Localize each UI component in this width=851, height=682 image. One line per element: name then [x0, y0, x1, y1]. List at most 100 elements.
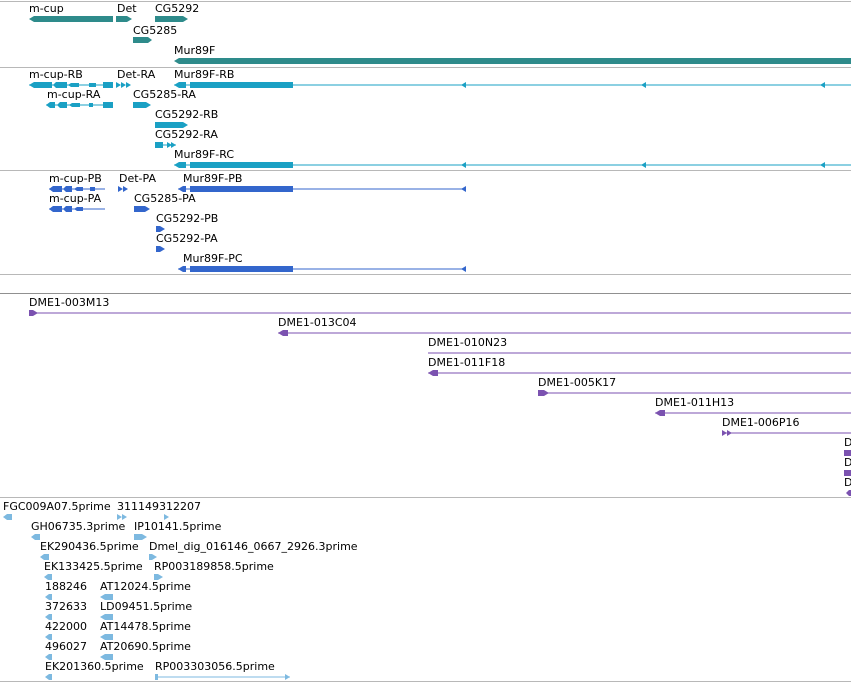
est-feature[interactable]: AT12024.5prime [100, 580, 191, 600]
protein-label: m-cup-PB [49, 172, 102, 185]
gene-glyph[interactable] [133, 37, 152, 43]
clone-feature[interactable]: DME1-010N23 [428, 336, 851, 354]
est-label: 311149312207 [117, 500, 201, 513]
transcript-feature[interactable]: Mur89F-RB [174, 68, 851, 88]
clone-label: D [844, 436, 851, 449]
gene-feature[interactable]: Det [116, 2, 137, 22]
est-label: IP10141.5prime [134, 520, 222, 533]
est-label: AT14478.5prime [100, 620, 191, 633]
gene-glyph[interactable] [116, 16, 132, 22]
est-feature[interactable]: 311149312207 [117, 500, 201, 520]
protein-feature[interactable]: CG5292-PB [156, 212, 218, 232]
clone-label: DME1-011F18 [428, 356, 505, 369]
gene-feature[interactable]: CG5285 [133, 24, 177, 43]
protein-label: CG5292-PA [156, 232, 218, 245]
protein-feature[interactable]: Mur89F-PC [178, 252, 466, 272]
est-label: 422000 [45, 620, 87, 633]
gene-glyph[interactable] [29, 16, 113, 22]
est-label: EK133425.5prime [44, 560, 143, 573]
est-feature[interactable]: RP003189858.5prime [154, 560, 274, 580]
transcript-feature[interactable]: Mur89F-RC [174, 148, 851, 168]
clone-feature[interactable]: DME1-011F18 [428, 356, 851, 376]
gene-label: CG5285 [133, 24, 177, 37]
est-feature[interactable]: Dmel_dig_016146_0667_2926.3prime [149, 540, 358, 560]
est-feature[interactable]: EK133425.5prime [44, 560, 143, 580]
clone-label: DME1-005K17 [538, 376, 616, 389]
protein-label: CG5292-PB [156, 212, 218, 225]
transcript-label: Mur89F-RB [174, 68, 234, 81]
est-feature[interactable]: EK290436.5prime [40, 540, 139, 560]
est-track: FGC009A07.5prime 311149312207 GH06735.3p… [3, 500, 358, 680]
protein-feature[interactable]: CG5285-PA [134, 192, 196, 212]
est-feature[interactable]: LD09451.5prime [100, 600, 192, 620]
gene-feature[interactable]: CG5292 [155, 2, 199, 22]
gene-label: m-cup [29, 2, 64, 15]
clone-feature[interactable]: D [844, 476, 851, 496]
est-feature[interactable]: IP10141.5prime [134, 520, 222, 540]
est-label: AT12024.5prime [100, 580, 191, 593]
clone-label: DME1-013C04 [278, 316, 357, 329]
clone-label: D [844, 476, 851, 489]
protein-label: CG5285-PA [134, 192, 196, 205]
transcript-feature[interactable]: m-cup-RA [46, 88, 113, 108]
clone-feature[interactable]: DME1-005K17 [538, 376, 851, 396]
est-feature[interactable]: EK201360.5prime [45, 660, 144, 680]
est-feature[interactable]: FGC009A07.5prime [3, 500, 111, 520]
protein-feature[interactable]: m-cup-PA [49, 192, 105, 212]
protein-label: Det-PA [119, 172, 156, 185]
est-feature[interactable]: RP003303056.5prime [155, 660, 290, 680]
transcript-label: m-cup-RB [29, 68, 83, 81]
transcript-feature[interactable]: Det-RA [116, 68, 156, 88]
clone-label: DME1-010N23 [428, 336, 507, 349]
transcript-label: CG5292-RA [155, 128, 218, 141]
est-feature[interactable]: 188246 [45, 580, 87, 600]
est-label: 496027 [45, 640, 87, 653]
transcript-track: m-cup-RB Det-RA Mur89F-RB m-cup- [29, 68, 851, 168]
est-label: LD09451.5prime [100, 600, 192, 613]
clone-feature[interactable]: DME1-011H13 [655, 396, 851, 416]
protein-feature[interactable]: Mur89F-PB [178, 172, 466, 192]
transcript-feature[interactable]: CG5292-RA [155, 128, 218, 148]
clone-feature[interactable]: DME1-003M13 [29, 296, 851, 316]
protein-label: Mur89F-PB [183, 172, 242, 185]
gene-glyph[interactable] [155, 16, 188, 22]
clone-feature[interactable]: DME1-006P16 [722, 416, 851, 436]
gene-label: Mur89F [174, 44, 215, 57]
gene-feature[interactable]: Mur89F [174, 44, 851, 64]
est-feature[interactable]: 422000 [45, 620, 87, 640]
protein-label: Mur89F-PC [183, 252, 243, 265]
clone-label: DME1-006P16 [722, 416, 800, 429]
est-feature[interactable]: GH06735.3prime [31, 520, 126, 540]
est-label: 188246 [45, 580, 87, 593]
est-label: 372633 [45, 600, 87, 613]
protein-label: m-cup-PA [49, 192, 102, 205]
transcript-feature[interactable]: CG5285-RA [133, 88, 196, 108]
transcript-feature[interactable]: m-cup-RB [29, 68, 113, 88]
est-label: Dmel_dig_016146_0667_2926.3prime [149, 540, 358, 553]
est-feature[interactable]: 372633 [45, 600, 87, 620]
protein-feature[interactable]: Det-PA [118, 172, 156, 192]
clone-label: DME1-011H13 [655, 396, 734, 409]
transcript-label: Det-RA [117, 68, 156, 81]
gene-label: CG5292 [155, 2, 199, 15]
est-label: RP003303056.5prime [155, 660, 275, 673]
est-label: GH06735.3prime [31, 520, 126, 533]
clone-feature[interactable]: D [844, 436, 851, 456]
est-feature[interactable]: AT20690.5prime [100, 640, 191, 660]
est-feature[interactable]: 496027 [45, 640, 87, 660]
est-label: AT20690.5prime [100, 640, 191, 653]
transcript-label: m-cup-RA [47, 88, 101, 101]
transcript-label: CG5292-RB [155, 108, 218, 121]
est-feature[interactable]: AT14478.5prime [100, 620, 191, 640]
transcript-feature[interactable]: CG5292-RB [155, 108, 218, 128]
clone-feature[interactable]: D [844, 456, 851, 476]
gene-glyph[interactable] [174, 58, 851, 64]
clone-track: DME1-003M13 DME1-013C04 DME1-010N23 DME1… [29, 296, 851, 496]
gene-feature[interactable]: m-cup [29, 2, 113, 22]
est-label: RP003189858.5prime [154, 560, 274, 573]
gene-track: m-cup Det CG5292 CG5285 Mur89F [29, 2, 851, 64]
est-label: EK290436.5prime [40, 540, 139, 553]
clone-feature[interactable]: DME1-013C04 [278, 316, 851, 336]
protein-feature[interactable]: CG5292-PA [156, 232, 218, 252]
protein-feature[interactable]: m-cup-PB [49, 172, 105, 192]
